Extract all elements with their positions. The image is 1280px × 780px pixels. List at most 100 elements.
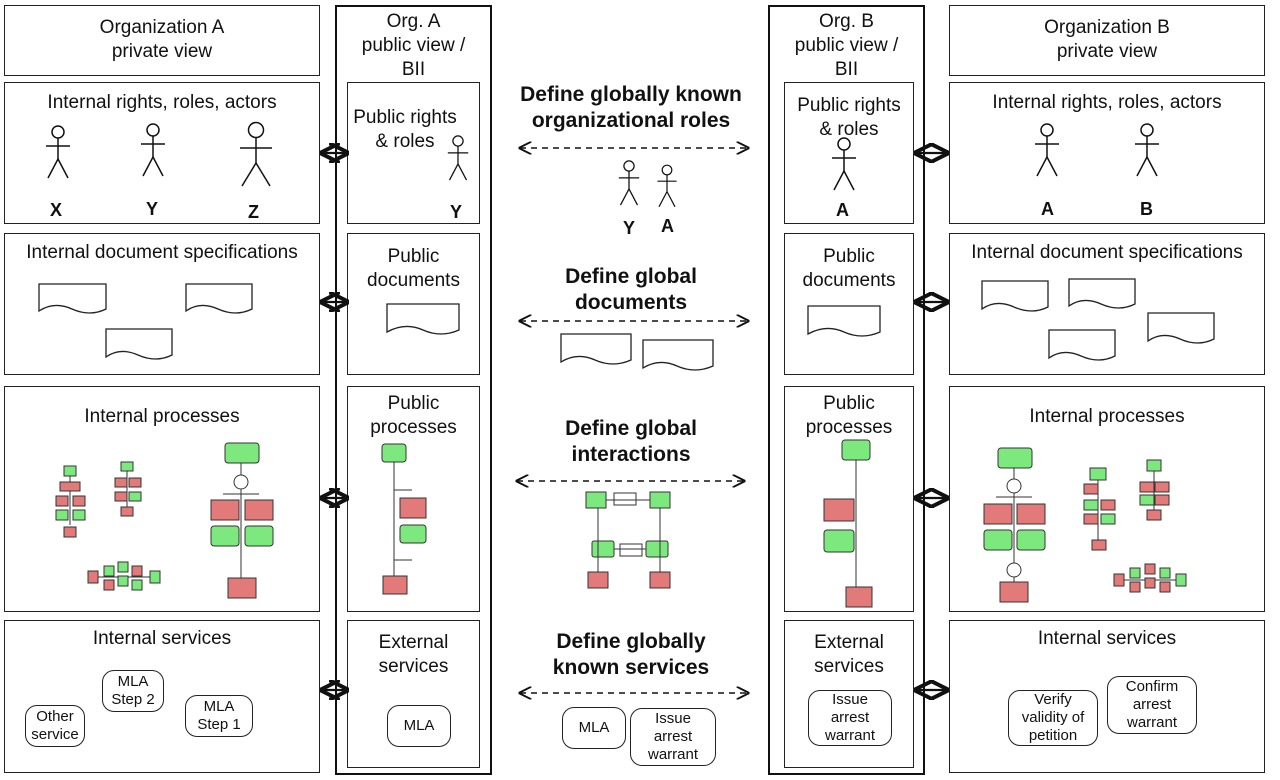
actor-label-z: Z	[248, 202, 259, 222]
org-b-roles-title: Internal rights, roles, actors	[992, 92, 1222, 113]
actor-label-a: A	[1041, 199, 1054, 219]
org-b-private-title: Organization B private view	[949, 16, 1265, 64]
label-line: MLA	[117, 673, 149, 690]
caption-line: known services	[552, 656, 710, 679]
title-line: public view /	[361, 35, 466, 56]
title-line: private view	[1056, 41, 1158, 62]
label-line: Public rights	[797, 95, 901, 116]
label-line: documents	[367, 270, 460, 291]
label-line: services	[814, 656, 884, 677]
title-line: Organization B	[1044, 17, 1170, 38]
label-line: services	[378, 656, 449, 677]
label-line: service	[31, 726, 79, 743]
org-a-docs-title: Internal document specifications	[26, 242, 298, 263]
label-line: Public	[387, 246, 440, 267]
doc-alm-label: ALM	[1062, 331, 1104, 353]
org-b-ext-service-issue-arrest-warrant: Issue arrest warrant	[808, 690, 892, 746]
doc-rw-label: RW	[202, 285, 235, 307]
center-roles-caption: Define globally known organizational rol…	[500, 82, 762, 134]
label-line: arrest	[653, 728, 693, 745]
org-b-public-docs-box	[784, 233, 914, 375]
center-interactions-caption: Define global interactions	[500, 416, 762, 468]
org-b-services-title: Internal services	[1037, 628, 1177, 649]
center-doc-eaw-label: EAW	[573, 335, 618, 357]
label-line: & roles	[375, 131, 435, 152]
label-line: External	[378, 632, 449, 653]
org-a-external-services-label: External services	[347, 631, 480, 679]
title-line: Organization A	[99, 17, 225, 38]
public-actor-label-a: A	[836, 200, 849, 220]
caption-line: Define global	[565, 417, 697, 440]
org-a-ext-service-mla: MLA	[387, 705, 451, 747]
label-line: Public rights	[353, 107, 457, 128]
label-line: Issue	[832, 691, 868, 708]
actor-label-b: B	[1140, 199, 1153, 219]
center-actor-a-icon	[656, 164, 678, 208]
label-line: & roles	[819, 119, 879, 140]
doc-rl-label: RL	[127, 330, 153, 352]
actor-label-x: X	[50, 200, 63, 220]
label-line: documents	[802, 270, 896, 291]
center-actor-label-y: Y	[623, 218, 636, 238]
actor-label-y: Y	[146, 199, 159, 219]
label-line: Issue	[655, 710, 691, 727]
label-line: arrest	[830, 709, 870, 726]
label-line: petition	[1028, 727, 1078, 744]
org-a-public-column	[335, 5, 492, 775]
caption-line: organizational roles	[531, 109, 731, 132]
org-b-private-title-box	[949, 5, 1265, 76]
label-line: Confirm	[1125, 678, 1179, 695]
org-b-public-processes-label: Public processes	[784, 392, 914, 440]
caption-line: documents	[574, 291, 687, 314]
caption-line: interactions	[571, 443, 691, 466]
title-line: public view /	[794, 35, 899, 56]
title-line: Org. A	[386, 11, 441, 32]
org-b-roles-box	[949, 82, 1265, 224]
label-line: warrant	[824, 727, 876, 744]
org-a-private-title-box	[4, 5, 320, 76]
center-services-caption: Define globally known services	[500, 629, 762, 681]
org-b-docs-title: Internal document specifications	[971, 242, 1243, 263]
label-line: warrant	[647, 746, 699, 763]
label-line: Step 1	[197, 716, 241, 733]
doc-hg-label: HG	[1166, 314, 1196, 336]
label-line: Step 2	[111, 691, 155, 708]
service-confirm-arrest-warrant: Confirm arrest warrant	[1107, 676, 1197, 734]
org-b-processes-box	[949, 386, 1265, 612]
service-verify-validity: Verify validity of petition	[1008, 690, 1098, 746]
public-doc-mla-label: MLA	[822, 307, 864, 329]
center-actor-label-a: A	[661, 216, 674, 236]
org-a-roles-title: Internal rights, roles, actors	[47, 92, 277, 113]
public-doc-eaw-label: EAW	[399, 305, 444, 327]
service-mla-step-2: MLA Step 2	[102, 670, 164, 712]
title-line: private view	[111, 41, 213, 62]
org-b-public-docs-label: Public documents	[784, 245, 914, 293]
doc-mla-label: MLA	[996, 282, 1038, 304]
org-a-services-title: Internal services	[92, 628, 232, 649]
org-a-processes-title: Internal processes	[84, 406, 240, 427]
caption-line: Define global	[565, 265, 697, 288]
label-line: warrant	[1126, 714, 1178, 731]
center-actor-y-icon	[618, 160, 640, 206]
service-mla-step-1: MLA Step 1	[185, 695, 253, 737]
label-line: External	[814, 632, 884, 653]
label-line: MLA	[203, 698, 235, 715]
org-b-public-column	[768, 5, 925, 775]
label-line: processes	[370, 417, 457, 438]
org-b-external-services-label: External services	[784, 631, 914, 679]
center-service-issue-arrest-warrant: Issue arrest warrant	[630, 708, 716, 766]
caption-line: Define globally known	[520, 83, 742, 106]
label-line: arrest	[1132, 696, 1172, 713]
org-a-public-docs-label: Public documents	[347, 245, 480, 293]
doc-eaw-label: EAW	[50, 285, 95, 307]
title-line: Org. B	[819, 11, 874, 32]
label-line: Public	[823, 393, 875, 414]
org-b-public-title: Org. B public view / BII	[768, 10, 925, 82]
org-a-public-roles-label: Public rights & roles	[350, 106, 460, 154]
label-line: processes	[805, 417, 893, 438]
label-line: validity of	[1021, 709, 1085, 726]
center-interaction-diagram	[585, 491, 671, 589]
org-b-public-roles-label: Public rights & roles	[784, 94, 914, 142]
label-line: Public	[387, 393, 440, 414]
label-line: Verify	[1034, 691, 1072, 708]
